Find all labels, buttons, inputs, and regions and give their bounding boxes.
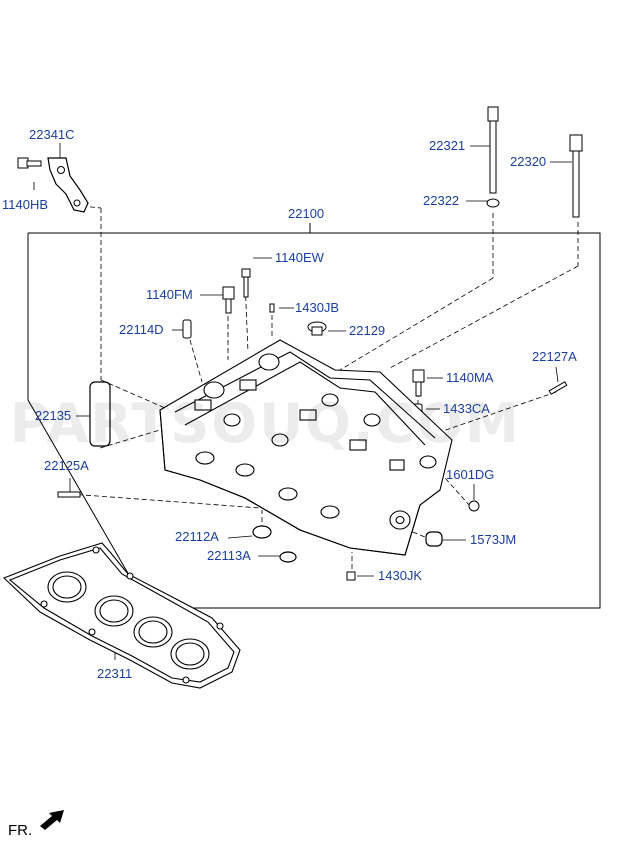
bolt-1140MA-shape [412, 369, 425, 397]
washer-22322-shape [486, 198, 500, 208]
label-22100[interactable]: 22100 [288, 206, 325, 221]
label-22113A[interactable]: 22113A [207, 548, 251, 563]
label-1573JM[interactable]: 1573JM [470, 532, 517, 547]
plug-1573JM-shape [425, 531, 443, 547]
label-1601DG[interactable]: 1601DG [446, 467, 495, 482]
label-22129[interactable]: 22129 [349, 323, 386, 338]
head-gasket-22311-shape [2, 542, 241, 689]
watermark: PARTSOUQ.COM [10, 392, 521, 455]
front-arrow-icon [40, 810, 64, 830]
pin-1430JB-shape [269, 303, 275, 313]
bolt-1140EW-shape [241, 268, 251, 298]
bolt-1140FM-shape [222, 286, 235, 314]
bolt-1140HB-shape [17, 157, 42, 169]
label-22125A[interactable]: 22125A [44, 458, 89, 473]
pin-1430JK-shape [346, 571, 356, 581]
sleeve-22135-shape [89, 381, 111, 447]
label-1430JK[interactable]: 1430JK [378, 568, 423, 583]
bolt-22320-shape [569, 134, 583, 218]
label-1430JB[interactable]: 1430JB [295, 300, 340, 315]
guide-22114D-shape [182, 319, 192, 339]
label-22322[interactable]: 22322 [423, 193, 460, 208]
label-22135[interactable]: 22135 [35, 408, 72, 423]
seal-22112A-shape [252, 525, 272, 539]
front-marker: FR. [8, 822, 33, 839]
label-22320[interactable]: 22320 [510, 154, 547, 169]
assembly-border [27, 232, 601, 609]
plug-1601DG-shape [468, 500, 480, 512]
label-1433CA[interactable]: 1433CA [443, 401, 490, 416]
pin-22127A-shape [548, 381, 568, 395]
label-22341C[interactable]: 22341C [29, 127, 75, 142]
cylinder-head-shape [159, 339, 453, 556]
stud-22125A-shape [57, 491, 81, 498]
label-22321[interactable]: 22321 [429, 138, 466, 153]
label-1140FM[interactable]: 1140FM [146, 287, 193, 302]
plug-22129-shape [307, 321, 327, 336]
label-1140MA[interactable]: 1140MA [446, 370, 494, 385]
label-22112A[interactable]: 22112A [175, 529, 219, 544]
bracket-22341C-shape [47, 157, 89, 213]
label-22127A[interactable]: 22127A [532, 349, 577, 364]
label-22311[interactable]: 22311 [97, 666, 133, 681]
label-1140HB[interactable]: 1140HB [2, 197, 49, 212]
seal-22113A-shape [279, 551, 297, 563]
label-22114D[interactable]: 22114D [119, 322, 164, 337]
bolt-22321-shape [487, 106, 499, 194]
solid-leaders [33, 143, 572, 660]
label-1140EW[interactable]: 1140EW [275, 250, 324, 265]
